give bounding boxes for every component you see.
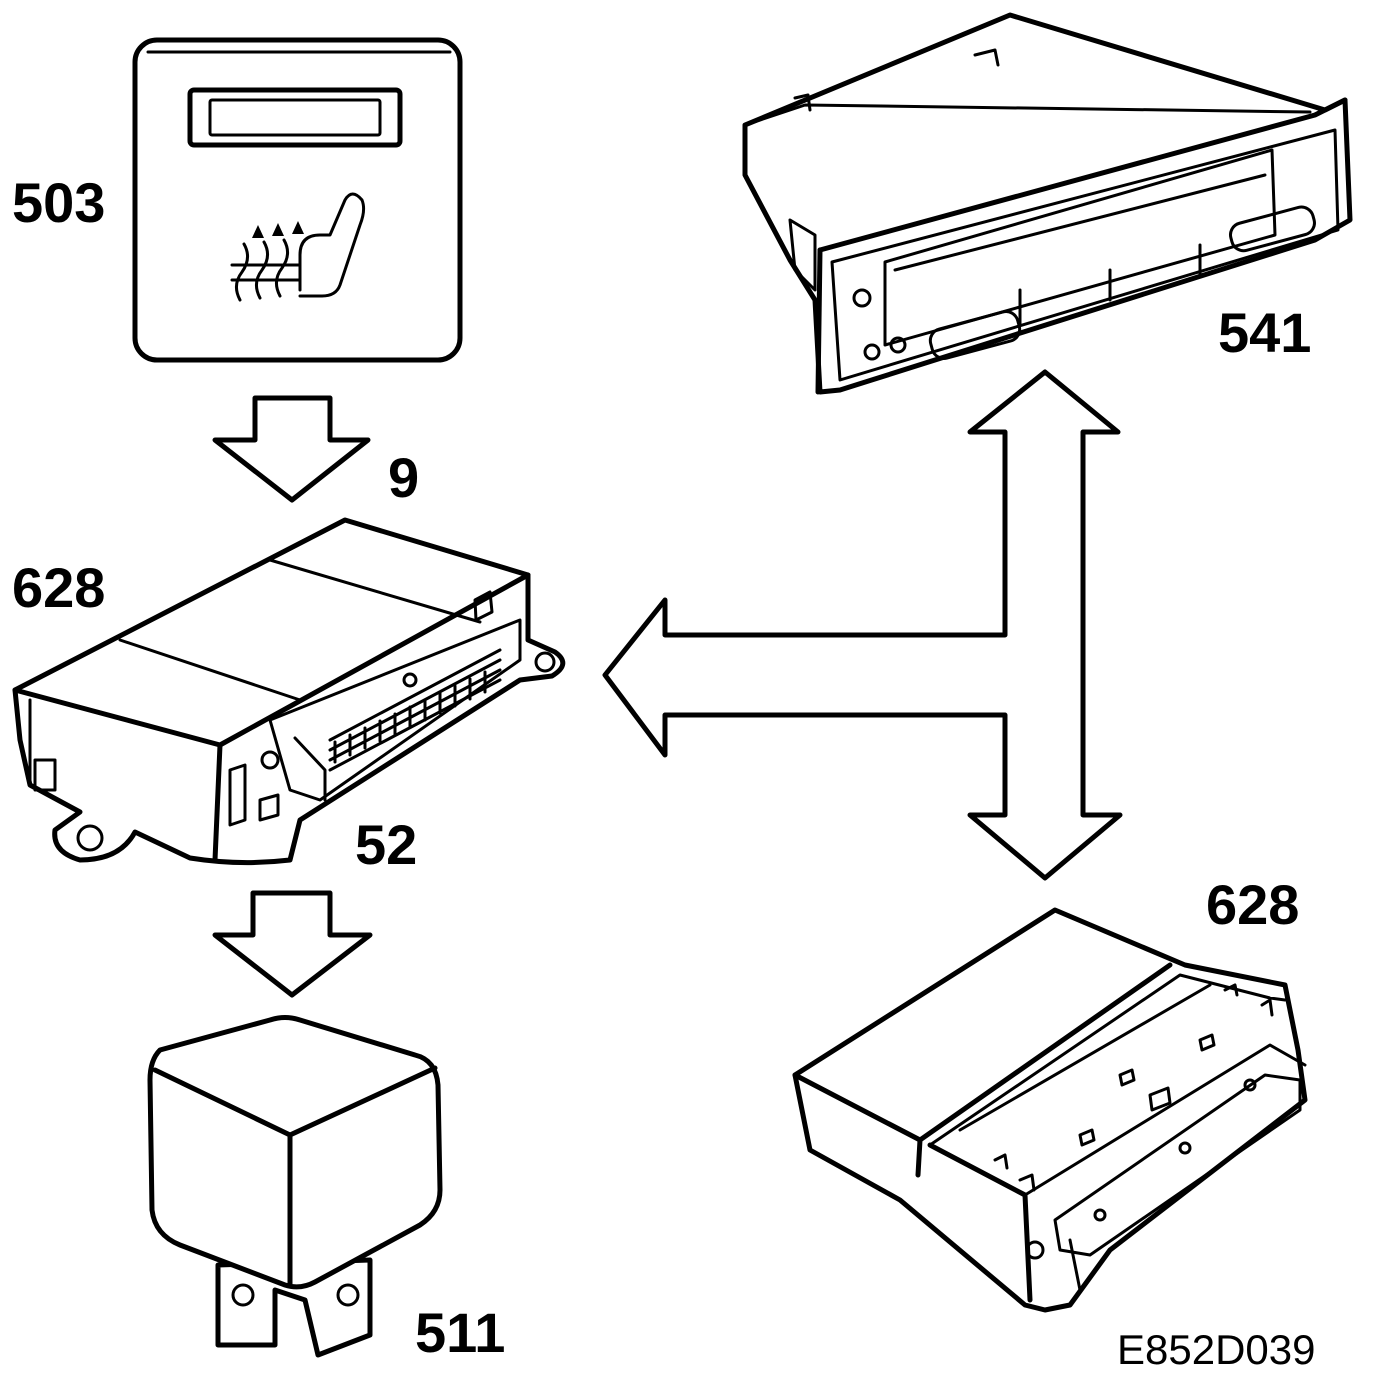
seat-heater-switch-icon — [132, 37, 463, 363]
relay-icon — [147, 1015, 443, 1358]
label-503: 503 — [12, 171, 105, 234]
label-541: 541 — [1218, 301, 1311, 364]
label-511: 511 — [415, 1301, 505, 1364]
label-9: 9 — [388, 446, 419, 509]
label-628-right: 628 — [1206, 873, 1299, 936]
bus-arrow — [602, 369, 1123, 881]
control-module-right-icon — [792, 907, 1308, 1313]
control-module-left-icon — [12, 517, 566, 866]
label-52: 52 — [355, 813, 417, 876]
arrow-down-upper — [212, 395, 371, 503]
arrow-down-lower — [212, 890, 373, 998]
display-unit-icon — [742, 12, 1353, 395]
label-628-left: 628 — [12, 556, 105, 619]
figure-code: E852D039 — [1117, 1326, 1316, 1373]
